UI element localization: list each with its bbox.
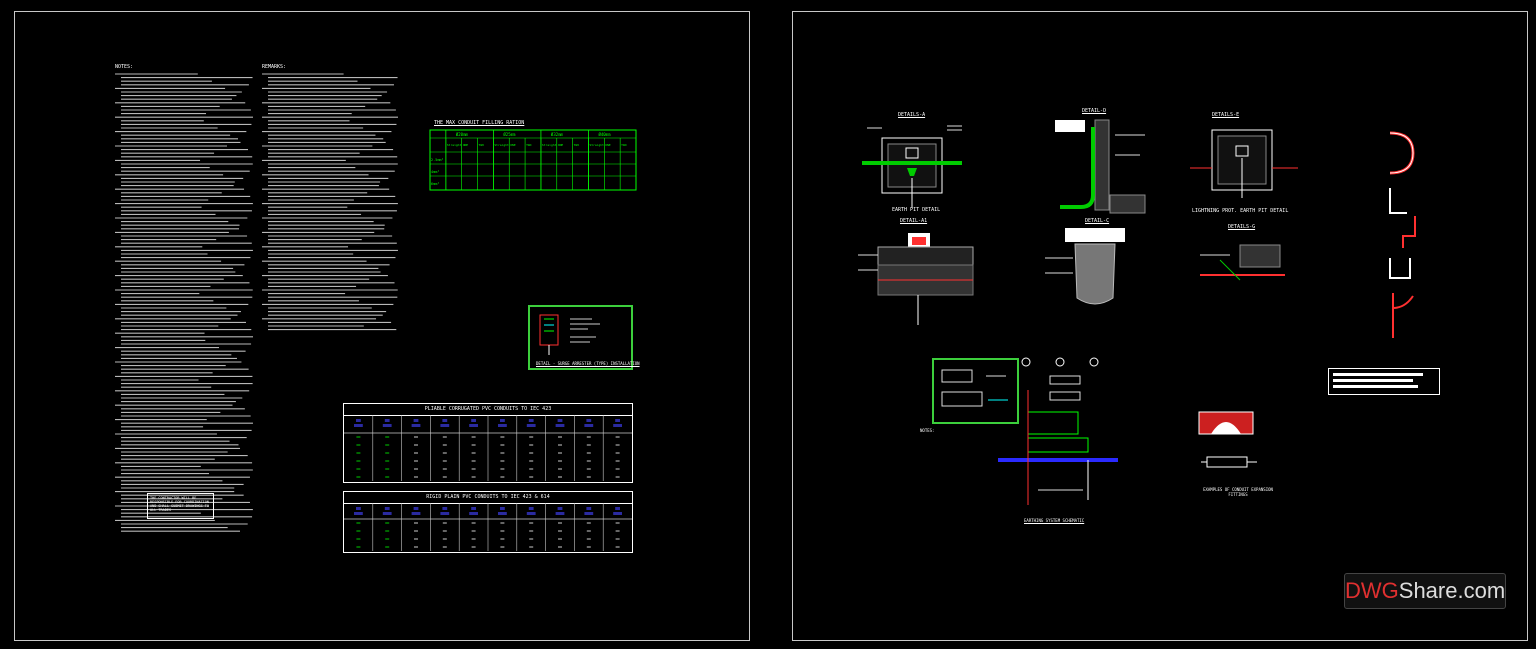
notes-header: NOTES: xyxy=(115,64,134,70)
notes-column: NOTES: xyxy=(115,64,255,544)
remarks-column: REMARKS: xyxy=(262,64,402,344)
detail-a-drawing xyxy=(862,125,962,208)
surge-arrester-detail-box: DETAIL - SURGE ARRESTER (TYPE) INSTALLAT… xyxy=(528,305,640,370)
conduit-bends-drawing xyxy=(1389,131,1416,338)
detail-a-label: DETAILS-A xyxy=(898,112,926,118)
detail-g-drawing xyxy=(1200,244,1285,281)
legend-lines xyxy=(1333,373,1423,388)
conduit-row-label: 6mm² xyxy=(431,182,439,186)
lightning-pit-caption: LIGHTNING PROT. EARTH PIT DETAIL xyxy=(1192,208,1289,214)
detail-c-drawing xyxy=(1045,228,1125,305)
pliable-table-grid xyxy=(344,415,632,481)
earthing-schematic-drawing xyxy=(998,357,1118,505)
notes-text-lines xyxy=(115,73,253,532)
conduit-sub-header: Straight xyxy=(589,143,604,147)
dwgshare-watermark: DWGShare.com xyxy=(1344,573,1506,609)
detail-c-label: DETAIL-C xyxy=(1085,218,1110,224)
conduit-group-header: Ø20mm xyxy=(456,132,469,137)
watermark-part1: DWG xyxy=(1345,578,1399,603)
detail-a1-drawing xyxy=(858,233,974,325)
expansion-fittings-drawing xyxy=(1198,411,1257,468)
conduit-group-header: Ø32mm xyxy=(551,132,564,137)
conduit-sub-header: ONE xyxy=(558,143,564,147)
detail-a1-label: DETAIL-A1 xyxy=(900,218,928,224)
conduit-sub-header: TWO xyxy=(621,143,627,147)
earthing-panel-box xyxy=(932,358,1019,424)
conduit-group-header: Ø40mm xyxy=(598,132,611,137)
conduit-table-title: THE MAX CONDUIT FILLING RATION xyxy=(434,120,525,126)
detail-e-label: DETAILS-E xyxy=(1212,112,1240,118)
surge-arrester-caption: DETAIL - SURGE ARRESTER (TYPE) INSTALLAT… xyxy=(536,361,640,366)
detail-d-label: DETAIL-D xyxy=(1082,108,1107,114)
coordination-note-box: THE CONTRACTOR WILL BE RESPONSIBLE FOR C… xyxy=(147,493,214,519)
surge-arrester-drawing xyxy=(539,314,600,355)
expansion-fittings-caption: EXAMPLES OF CONDUIT EXPANSION FITTINGS xyxy=(1203,487,1273,497)
conduit-row-label: 2.5mm² xyxy=(431,158,444,162)
watermark-part2: Share.com xyxy=(1398,578,1506,603)
rigid-table-grid xyxy=(344,503,632,551)
drawing-sheet-right xyxy=(792,11,1528,641)
conduit-row-label: 4mm² xyxy=(431,170,439,174)
earthing-schematic-caption: EARTHING SYSTEM SCHEMATIC xyxy=(1024,518,1085,523)
coordination-note: THE CONTRACTOR WILL BE RESPONSIBLE FOR C… xyxy=(150,496,210,512)
conduit-sub-header: TWO xyxy=(479,143,485,147)
conduit-filling-table: THE MAX CONDUIT FILLING RATION Ø20mm Ø25m… xyxy=(429,120,638,192)
detail-d-drawing xyxy=(1055,119,1146,214)
rigid-conduit-table: RIGID PLAIN PVC CONDUITS TO IEC 423 & 61… xyxy=(343,491,633,553)
conduit-group-header: Ø25mm xyxy=(503,132,516,137)
earth-pit-caption: EARTH PIT DETAIL xyxy=(892,207,941,213)
earthing-panel-drawing xyxy=(941,369,1008,407)
earthing-notes-label: NOTES: xyxy=(920,428,935,433)
drawing-sheet-left xyxy=(14,11,750,641)
conduit-sub-header: TWO xyxy=(574,143,580,147)
detail-g-label: DETAILS-G xyxy=(1228,224,1256,230)
conduit-sub-header: TWO xyxy=(526,143,532,147)
conduit-sub-header: ONE xyxy=(463,143,469,147)
conduit-sub-header: Straight xyxy=(447,143,462,147)
conduit-sub-header: Straight xyxy=(542,143,557,147)
remarks-text-lines xyxy=(262,73,398,331)
conduit-sub-header: Straight xyxy=(494,143,509,147)
detail-e-drawing xyxy=(1190,129,1298,198)
conduit-sub-header: ONE xyxy=(510,143,516,147)
conduit-sub-header: ONE xyxy=(605,143,611,147)
remarks-header: REMARKS: xyxy=(262,64,287,70)
legend-box xyxy=(1328,368,1440,395)
pliable-conduit-table: PLIABLE CORRUGATED PVC CONDUITS TO IEC 4… xyxy=(343,403,633,483)
